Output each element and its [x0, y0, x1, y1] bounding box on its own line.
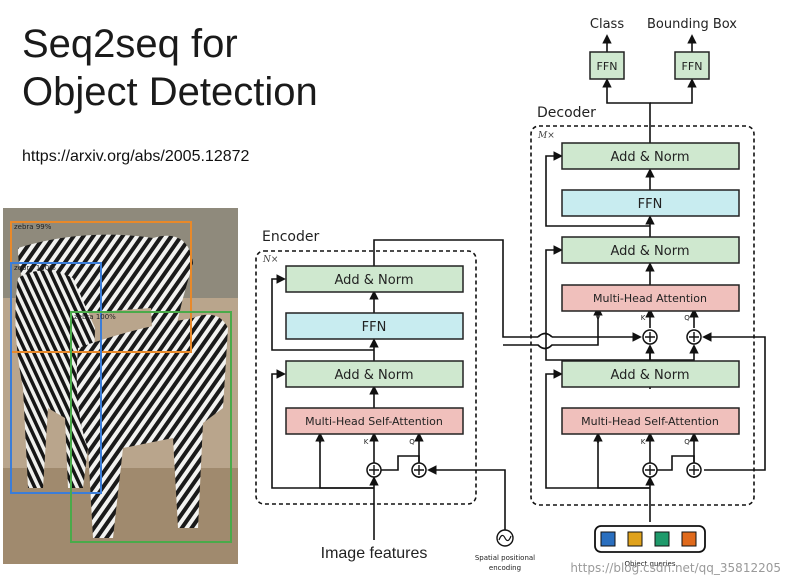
zebra-2 [15, 270, 96, 488]
encoder-ffn-label: FFN [362, 320, 387, 335]
decoder-cross-k-label: K [641, 314, 646, 322]
encoder-repeat-label: N× [262, 255, 278, 265]
class-ffn-box [589, 51, 625, 80]
decoder-add-norm-mid-label: Add & Norm [610, 244, 689, 259]
decoder-title: Decoder [537, 105, 596, 121]
slide-title-line-1: Seq2seq for [22, 22, 238, 66]
decoder-cross-attention-label: Multi-Head Attention [593, 292, 707, 305]
decoder-block-frame [530, 125, 755, 506]
encoder-block-frame [255, 250, 477, 505]
slide-title-line-2: Object Detection [22, 70, 318, 114]
encoder-add-norm-top [285, 265, 464, 293]
decoder-repeat-label: M× [537, 131, 555, 141]
encoder-q-label: Q [409, 438, 415, 446]
bbox-ffn-box [674, 51, 710, 80]
decoder-ffn-label: FFN [638, 197, 663, 212]
encoder-ffn [285, 312, 464, 340]
class-ffn-label: FFN [597, 60, 618, 73]
decoder-self-attention [561, 407, 740, 435]
decoder-add-norm-top-label: Add & Norm [610, 150, 689, 165]
encoder-add-norm-bottom [285, 360, 464, 388]
positional-encoding-label-line-1: Spatial positional [475, 554, 535, 562]
object-query-3 [654, 531, 670, 547]
watermark: https://blog.csdn.net/qq_35812205 [570, 561, 781, 575]
zebra-photo: zebra 99% zebra 100% zebra 100% [3, 208, 238, 564]
decoder-self-q-label: Q [684, 438, 690, 446]
image-features-label: Image features [321, 545, 428, 562]
object-query-4 [681, 531, 697, 547]
bbox-output-label: Bounding Box [647, 17, 737, 32]
decoder-cross-attention [561, 284, 740, 312]
encoder-add-norm-top-label: Add & Norm [334, 273, 413, 288]
object-query-2 [627, 531, 643, 547]
detection-label-1: zebra 99% [14, 223, 52, 231]
encoder-title: Encoder [262, 229, 319, 245]
object-queries-label: Object queries [625, 560, 676, 568]
encoder-attention-label: Multi-Head Self-Attention [305, 415, 443, 428]
decoder-add-norm-bottom-label: Add & Norm [610, 368, 689, 383]
paper-link[interactable]: https://arxiv.org/abs/2005.12872 [22, 148, 250, 165]
object-queries-frame [594, 525, 706, 553]
decoder-add-norm-mid [561, 236, 740, 264]
decoder-cross-v-label: V [596, 314, 601, 322]
object-query-cells [600, 531, 697, 547]
class-output-label: Class [590, 17, 624, 32]
decoder-ffn [561, 189, 740, 217]
zebra-3 [76, 314, 228, 538]
bbox-ffn-label: FFN [682, 60, 703, 73]
encoder-add-norm-bottom-label: Add & Norm [334, 368, 413, 383]
decoder-add-norm-top [561, 142, 740, 170]
decoder-self-v-label: V [596, 438, 601, 446]
detection-label-2: zebra 100% [14, 264, 56, 272]
encoder-self-attention [285, 407, 464, 435]
encoder-v-label: V [318, 438, 323, 446]
detection-box-2 [10, 262, 102, 494]
detection-box-3 [70, 311, 232, 543]
positional-encoding-label-line-2: encoding [489, 564, 521, 572]
decoder-self-k-label: K [641, 438, 646, 446]
decoder-self-attention-label: Multi-Head Self-Attention [581, 415, 719, 428]
decoder-add-norm-bottom [561, 360, 740, 388]
object-query-1 [600, 531, 616, 547]
decoder-cross-q-label: Q [684, 314, 690, 322]
detection-label-3: zebra 100% [74, 313, 116, 321]
encoder-k-label: K [364, 438, 369, 446]
slide-title: Seq2seq for Object Detection [22, 20, 318, 116]
